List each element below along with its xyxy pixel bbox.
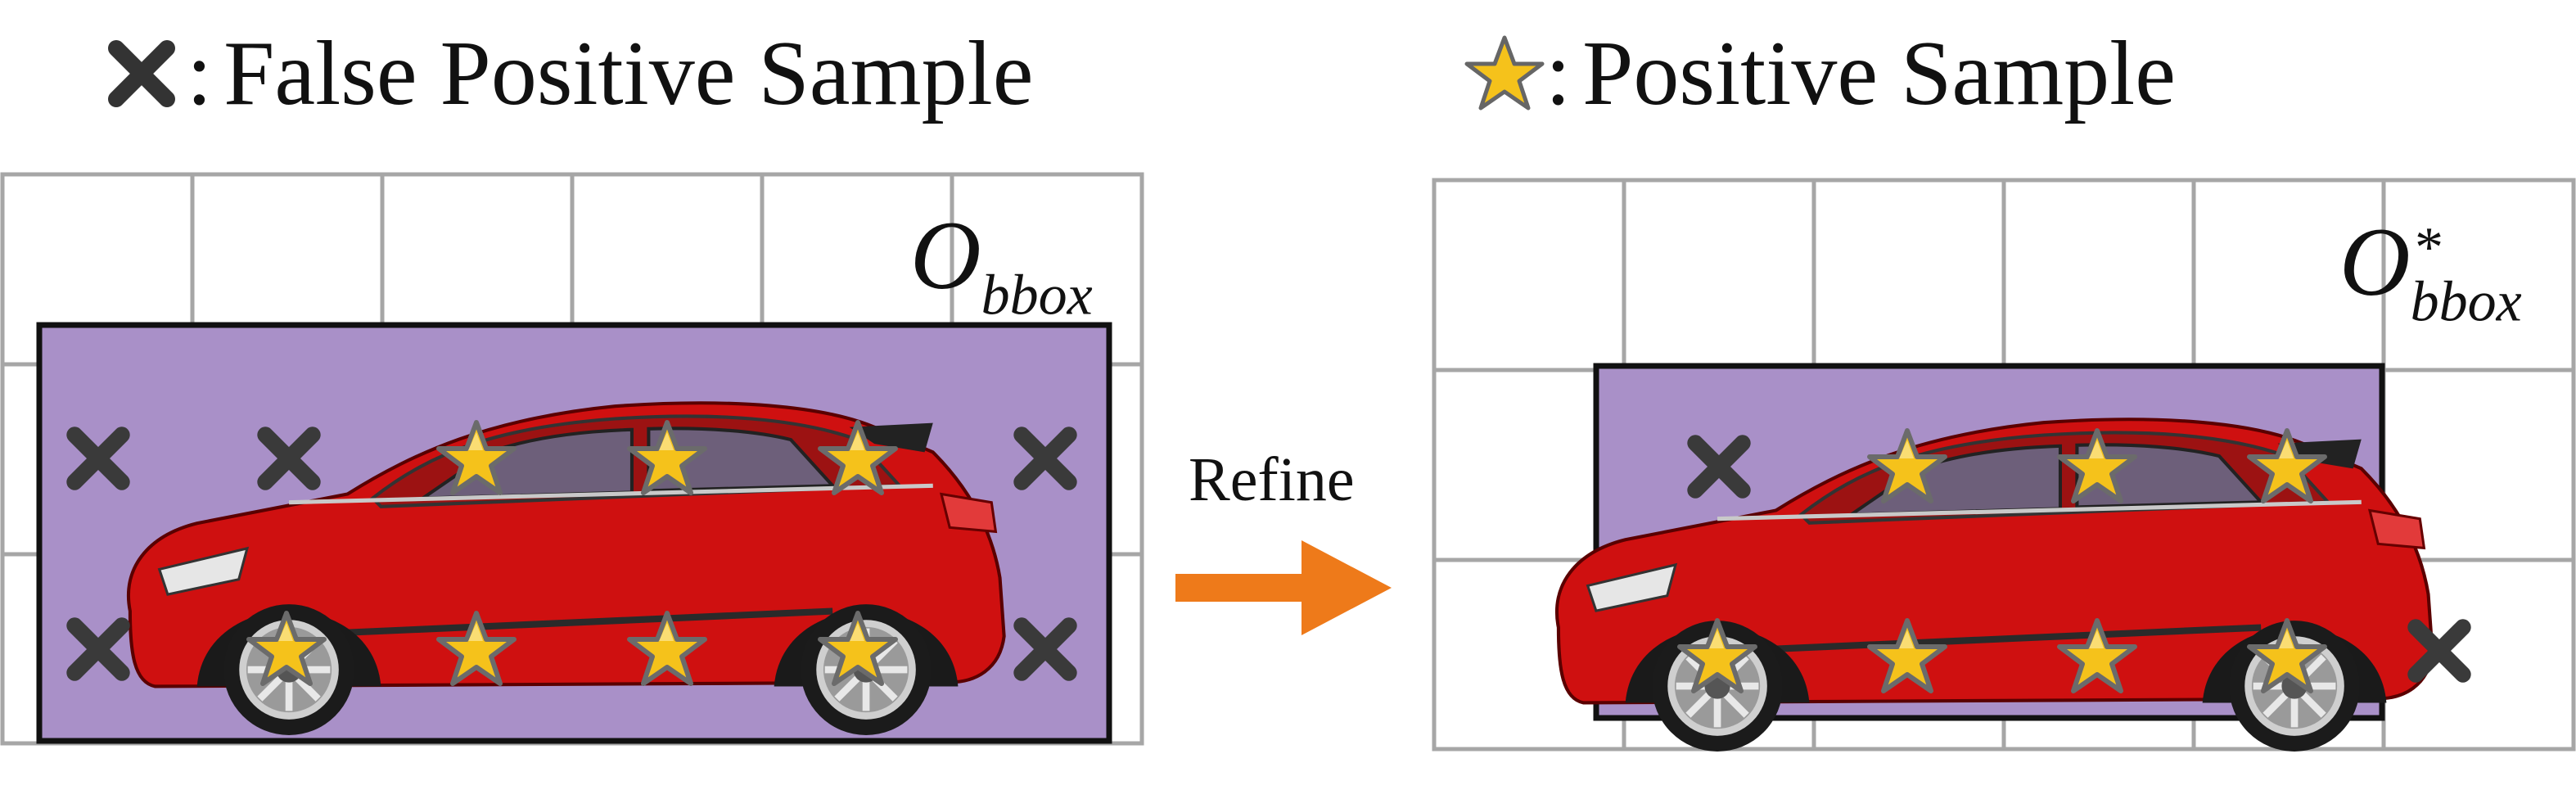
left-panel-label: Obbox xyxy=(910,206,1093,325)
legend-positive-label: Positive Sample xyxy=(1582,23,2177,124)
refine-label: Refine xyxy=(1189,445,1355,514)
right-panel-label: O*bbox xyxy=(2339,213,2522,332)
label-subscript: bbox xyxy=(981,264,1093,327)
right-panel xyxy=(1432,178,2576,752)
left-panel xyxy=(0,172,1144,746)
star-icon xyxy=(1464,35,1545,111)
legend-positive: : Positive Sample xyxy=(1464,28,2176,120)
legend-separator: : xyxy=(1545,23,1572,124)
label-base: O xyxy=(2339,207,2411,316)
refine-arrow xyxy=(1175,540,1392,635)
legend-separator: : xyxy=(187,23,213,124)
cross-icon xyxy=(108,40,175,107)
label-subscript: bbox xyxy=(2410,270,2522,334)
legend-false-positive-label: False Positive Sample xyxy=(223,23,1034,124)
label-superscript: * xyxy=(2415,216,2443,279)
legend-false-positive: : False Positive Sample xyxy=(105,28,1033,120)
label-base: O xyxy=(910,201,981,309)
